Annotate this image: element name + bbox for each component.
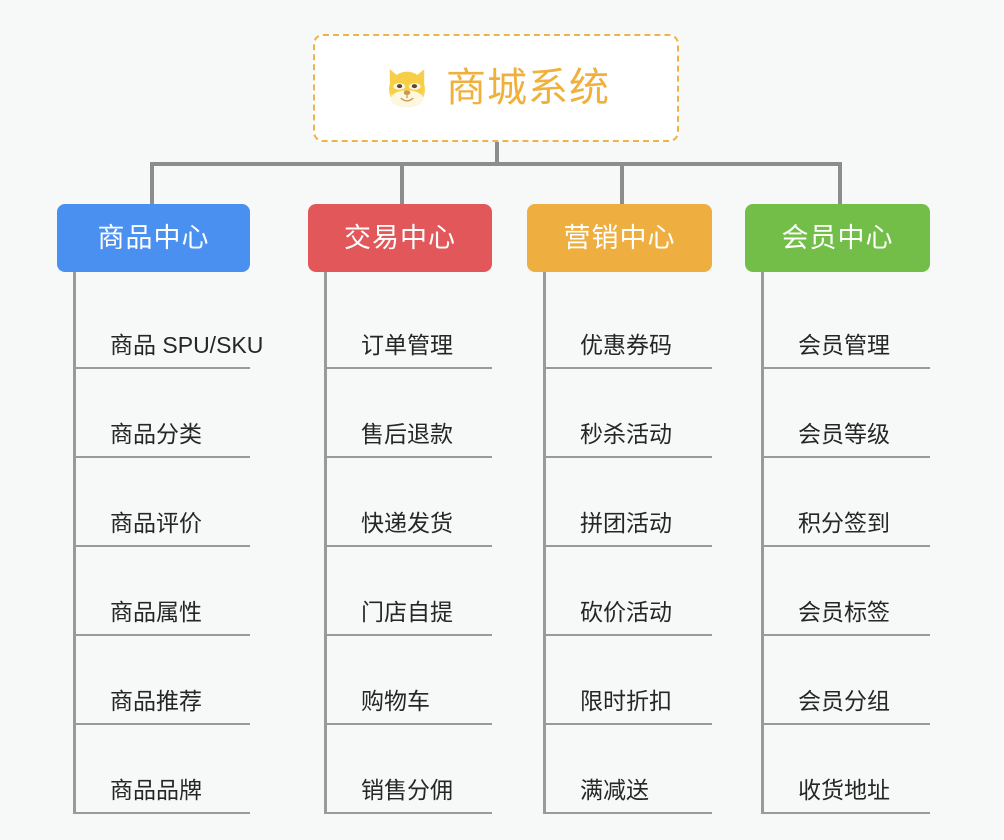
- leaf-label: 会员管理: [798, 332, 890, 358]
- branch-header-label: 商品中心: [97, 222, 210, 253]
- list-item[interactable]: 销售分佣: [327, 725, 492, 814]
- leaf-label: 收货地址: [798, 777, 890, 803]
- branch-会员中心: 会员中心 会员管理 会员等级 积分签到 会员标签 会员分组 收货地址: [745, 204, 930, 814]
- list-item[interactable]: 商品推荐: [76, 636, 250, 725]
- branch-header-4[interactable]: 会员中心: [745, 204, 930, 272]
- leaf-label: 秒杀活动: [580, 421, 672, 447]
- list-item[interactable]: 会员管理: [764, 272, 930, 369]
- branch-leaf-list-4: 会员管理 会员等级 积分签到 会员标签 会员分组 收货地址: [761, 272, 930, 814]
- leaf-label: 限时折扣: [580, 688, 672, 714]
- branch-drop-3: [620, 162, 624, 204]
- leaf-label: 会员等级: [798, 421, 890, 447]
- list-item[interactable]: 积分签到: [764, 458, 930, 547]
- list-item[interactable]: 售后退款: [327, 369, 492, 458]
- leaf-label: 商品分类: [110, 421, 202, 447]
- list-item[interactable]: 快递发货: [327, 458, 492, 547]
- branch-drop-1: [150, 162, 154, 204]
- list-item[interactable]: 门店自提: [327, 547, 492, 636]
- branch-header-1[interactable]: 商品中心: [57, 204, 250, 272]
- branch-交易中心: 交易中心 订单管理 售后退款 快递发货 门店自提 购物车 销售分佣: [308, 204, 492, 814]
- branch-drop-4: [838, 162, 842, 204]
- branch-leaf-list-2: 订单管理 售后退款 快递发货 门店自提 购物车 销售分佣: [324, 272, 492, 814]
- root-node[interactable]: 商城系统: [313, 34, 679, 142]
- list-item[interactable]: 商品分类: [76, 369, 250, 458]
- leaf-label: 销售分佣: [361, 777, 453, 803]
- list-item[interactable]: 砍价活动: [546, 547, 712, 636]
- dog-face-icon: [389, 69, 425, 111]
- list-item[interactable]: 收货地址: [764, 725, 930, 814]
- leaf-label: 满减送: [580, 777, 649, 803]
- list-item[interactable]: 会员分组: [764, 636, 930, 725]
- leaf-label: 商品评价: [110, 510, 202, 536]
- root-connector-vertical: [495, 142, 499, 164]
- list-item[interactable]: 商品 SPU/SKU: [76, 272, 263, 369]
- branch-drop-2: [400, 162, 404, 204]
- branch-商品中心: 商品中心 商品 SPU/SKU 商品分类 商品评价 商品属性 商品推荐 商品品牌: [57, 204, 263, 814]
- list-item[interactable]: 满减送: [546, 725, 712, 814]
- list-item[interactable]: 商品评价: [76, 458, 250, 547]
- leaf-label: 商品属性: [110, 599, 202, 625]
- leaf-label: 商品 SPU/SKU: [110, 332, 264, 358]
- leaf-label: 门店自提: [361, 599, 453, 625]
- leaf-label: 商品推荐: [110, 688, 202, 714]
- list-item[interactable]: 会员标签: [764, 547, 930, 636]
- leaf-label: 快递发货: [361, 510, 453, 536]
- leaf-label: 商品品牌: [110, 777, 202, 803]
- list-item[interactable]: 商品属性: [76, 547, 250, 636]
- leaf-label: 拼团活动: [580, 510, 672, 536]
- leaf-label: 订单管理: [361, 332, 453, 358]
- branch-leaf-list-1: 商品 SPU/SKU 商品分类 商品评价 商品属性 商品推荐 商品品牌: [73, 272, 263, 814]
- branch-营销中心: 营销中心 优惠券码 秒杀活动 拼团活动 砍价活动 限时折扣 满减送: [527, 204, 712, 814]
- branch-header-label: 会员中心: [781, 222, 894, 253]
- list-item[interactable]: 购物车: [327, 636, 492, 725]
- root-title: 商城系统: [446, 66, 610, 110]
- list-item[interactable]: 优惠券码: [546, 272, 712, 369]
- branch-header-3[interactable]: 营销中心: [527, 204, 712, 272]
- leaf-label: 购物车: [361, 688, 430, 714]
- leaf-label: 积分签到: [798, 510, 890, 536]
- list-item[interactable]: 会员等级: [764, 369, 930, 458]
- branch-header-label: 交易中心: [344, 222, 456, 253]
- leaf-label: 优惠券码: [580, 332, 672, 358]
- leaf-label: 会员标签: [798, 599, 890, 625]
- branch-leaf-list-3: 优惠券码 秒杀活动 拼团活动 砍价活动 限时折扣 满减送: [543, 272, 712, 814]
- list-item[interactable]: 拼团活动: [546, 458, 712, 547]
- leaf-label: 售后退款: [361, 421, 453, 447]
- leaf-label: 砍价活动: [580, 599, 672, 625]
- list-item[interactable]: 秒杀活动: [546, 369, 712, 458]
- branch-connector-horizontal: [150, 162, 840, 166]
- list-item[interactable]: 订单管理: [327, 272, 492, 369]
- leaf-label: 会员分组: [798, 688, 890, 714]
- list-item[interactable]: 限时折扣: [546, 636, 712, 725]
- branch-header-label: 营销中心: [563, 222, 676, 253]
- branch-header-2[interactable]: 交易中心: [308, 204, 492, 272]
- list-item[interactable]: 商品品牌: [76, 725, 250, 814]
